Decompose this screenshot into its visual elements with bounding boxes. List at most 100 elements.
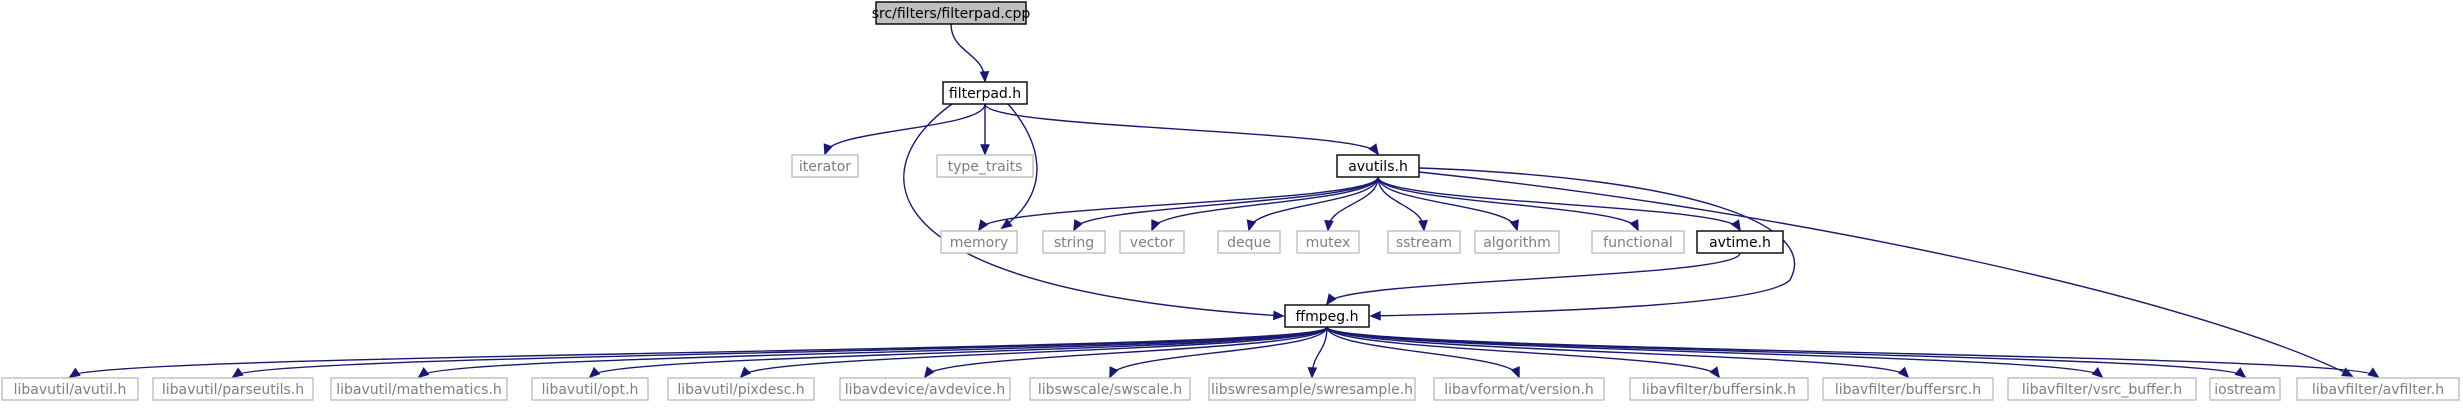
node-box xyxy=(1387,230,1461,254)
edge-ffmpeg_h-to-version_h xyxy=(1326,326,1520,379)
node-algorithm: algorithm xyxy=(1474,230,1560,254)
edge-ffmpeg_h-to-swscale_h xyxy=(1109,326,1328,379)
node-box xyxy=(1119,230,1185,254)
node-string: string xyxy=(1042,230,1106,254)
node-label: libswscale/swscale.h xyxy=(1038,382,1182,398)
node-avfilter-h: libavfilter/avfilter.h xyxy=(2296,377,2460,401)
node-version-h: libavformat/version.h xyxy=(1433,377,1605,401)
node-box xyxy=(667,377,815,401)
node-label: libswresample/swresample.h xyxy=(1211,382,1413,398)
node-label: functional xyxy=(1603,235,1673,251)
edge-avutils_h-to-deque xyxy=(1246,176,1379,232)
node-label: libavutil/pixdesc.h xyxy=(677,382,804,398)
node-label: iterator xyxy=(799,159,851,175)
node-avdevice-h: libavdevice/avdevice.h xyxy=(839,377,1011,401)
edge-avutils_h-to-vector xyxy=(1151,176,1379,232)
edge-avutils_h-to-sstream xyxy=(1377,176,1428,232)
edge-filterpad_h-to-iterator xyxy=(823,103,986,156)
node-box xyxy=(1433,377,1605,401)
edge-ffmpeg_h-to-buffersink_h xyxy=(1326,326,1721,379)
edge-avutils_h-to-functional xyxy=(1377,176,1639,232)
node-label: string xyxy=(1054,235,1094,251)
edge-ffmpeg_h-to-opt_h xyxy=(588,326,1328,379)
node-avtime-h[interactable]: avtime.h xyxy=(1696,230,1784,254)
edge-avtime_h-to-ffmpeg_h xyxy=(1325,252,1741,306)
node-box xyxy=(1284,304,1370,328)
edge-avutils_h-to-avfilter_h xyxy=(1418,171,2354,377)
node-filterpad-h[interactable]: filterpad.h xyxy=(942,81,1028,105)
edge-ffmpeg_h-to-mathematics_h xyxy=(417,326,1328,379)
node-label: libavutil/avutil.h xyxy=(14,382,127,398)
node-box xyxy=(2296,377,2460,401)
node-functional: functional xyxy=(1591,230,1685,254)
node-mathematics-h: libavutil/mathematics.h xyxy=(330,377,508,401)
edge-filterpad_h-to-type_traits xyxy=(980,104,990,156)
node-box xyxy=(936,154,1034,178)
node-pixdesc-h: libavutil/pixdesc.h xyxy=(667,377,815,401)
node-parseutils-h: libavutil/parseutils.h xyxy=(152,377,314,401)
graph-edges xyxy=(68,23,2380,379)
node-vector: vector xyxy=(1119,230,1185,254)
edge-filterpad_h-to-avutils_h xyxy=(984,103,1380,156)
node-label: libavformat/version.h xyxy=(1444,382,1594,398)
node-label: libavutil/opt.h xyxy=(542,382,639,398)
edge-avutils_h-to-mutex xyxy=(1324,176,1379,232)
node-buffersink-h: libavfilter/buffersink.h xyxy=(1629,377,1809,401)
edge-ffmpeg_h-to-avdevice_h xyxy=(923,326,1328,379)
node-box xyxy=(942,81,1028,105)
node-buffersrc-h: libavfilter/buffersrc.h xyxy=(1822,377,1994,401)
node-box xyxy=(1208,377,1416,401)
edge-ffmpeg_h-to-parseutils_h xyxy=(231,326,1328,379)
node-box xyxy=(330,377,508,401)
node-box xyxy=(1029,377,1191,401)
node-label: vector xyxy=(1130,235,1175,251)
node-label: libavfilter/avfilter.h xyxy=(2312,382,2444,398)
edge-ffmpeg_h-to-vsrc_buffer_h xyxy=(1326,326,2104,379)
edge-ffmpeg_h-to-buffersrc_h xyxy=(1326,326,1910,379)
node-label: type_traits xyxy=(948,159,1023,175)
node-label: avtime.h xyxy=(1709,235,1771,251)
edge-ffmpeg_h-to-avutil_h xyxy=(68,326,1328,378)
node-box xyxy=(1822,377,1994,401)
graph-nodes: src/filters/filterpad.cpp filterpad.h iter… xyxy=(1,1,2460,401)
node-label: sstream xyxy=(1396,235,1452,251)
node-box xyxy=(1042,230,1106,254)
node-ffmpeg-h[interactable]: ffmpeg.h xyxy=(1284,304,1370,328)
node-box xyxy=(1296,230,1360,254)
edge-avutils_h-to-ffmpeg_h xyxy=(1369,167,1796,321)
node-swresample-h: libswresample/swresample.h xyxy=(1208,377,1416,401)
node-sstream: sstream xyxy=(1387,230,1461,254)
node-avutil-h: libavutil/avutil.h xyxy=(1,377,139,401)
node-box xyxy=(940,230,1018,254)
node-box xyxy=(1696,230,1784,254)
edge-avutils_h-to-memory xyxy=(978,176,1379,232)
node-label: libavfilter/buffersrc.h xyxy=(1835,382,1981,398)
edge-ffmpeg_h-to-pixdesc_h xyxy=(739,326,1328,379)
node-box xyxy=(1474,230,1560,254)
node-label: memory xyxy=(950,235,1009,251)
node-box xyxy=(839,377,1011,401)
node-label: libavutil/parseutils.h xyxy=(162,382,304,398)
node-label: algorithm xyxy=(1483,235,1551,251)
node-type-traits: type_traits xyxy=(936,154,1034,178)
node-label: libavutil/mathematics.h xyxy=(336,382,502,398)
edge-ffmpeg_h-to-avfilter_h xyxy=(1326,326,2380,379)
node-box xyxy=(1629,377,1809,401)
node-label: mutex xyxy=(1306,235,1351,251)
node-filterpad-cpp[interactable]: src/filters/filterpad.cpp xyxy=(872,1,1031,25)
node-label: filterpad.h xyxy=(949,86,1021,102)
node-box xyxy=(1,377,139,401)
edge-ffmpeg_h-to-iostream xyxy=(1326,326,2247,379)
node-box xyxy=(1591,230,1685,254)
edge-avutils_h-to-algorithm xyxy=(1377,176,1520,232)
edge-avutils_h-to-avtime_h xyxy=(1377,176,1741,232)
node-label: src/filters/filterpad.cpp xyxy=(872,6,1031,22)
node-box xyxy=(152,377,314,401)
node-iostream: iostream xyxy=(2209,377,2281,401)
node-label: avutils.h xyxy=(1348,159,1408,175)
node-label: libavfilter/vsrc_buffer.h xyxy=(2022,382,2182,398)
edge-filterpad_h-to-ffmpeg_h xyxy=(903,103,1285,321)
node-swscale-h: libswscale/swscale.h xyxy=(1029,377,1191,401)
node-avutils-h[interactable]: avutils.h xyxy=(1336,154,1420,178)
